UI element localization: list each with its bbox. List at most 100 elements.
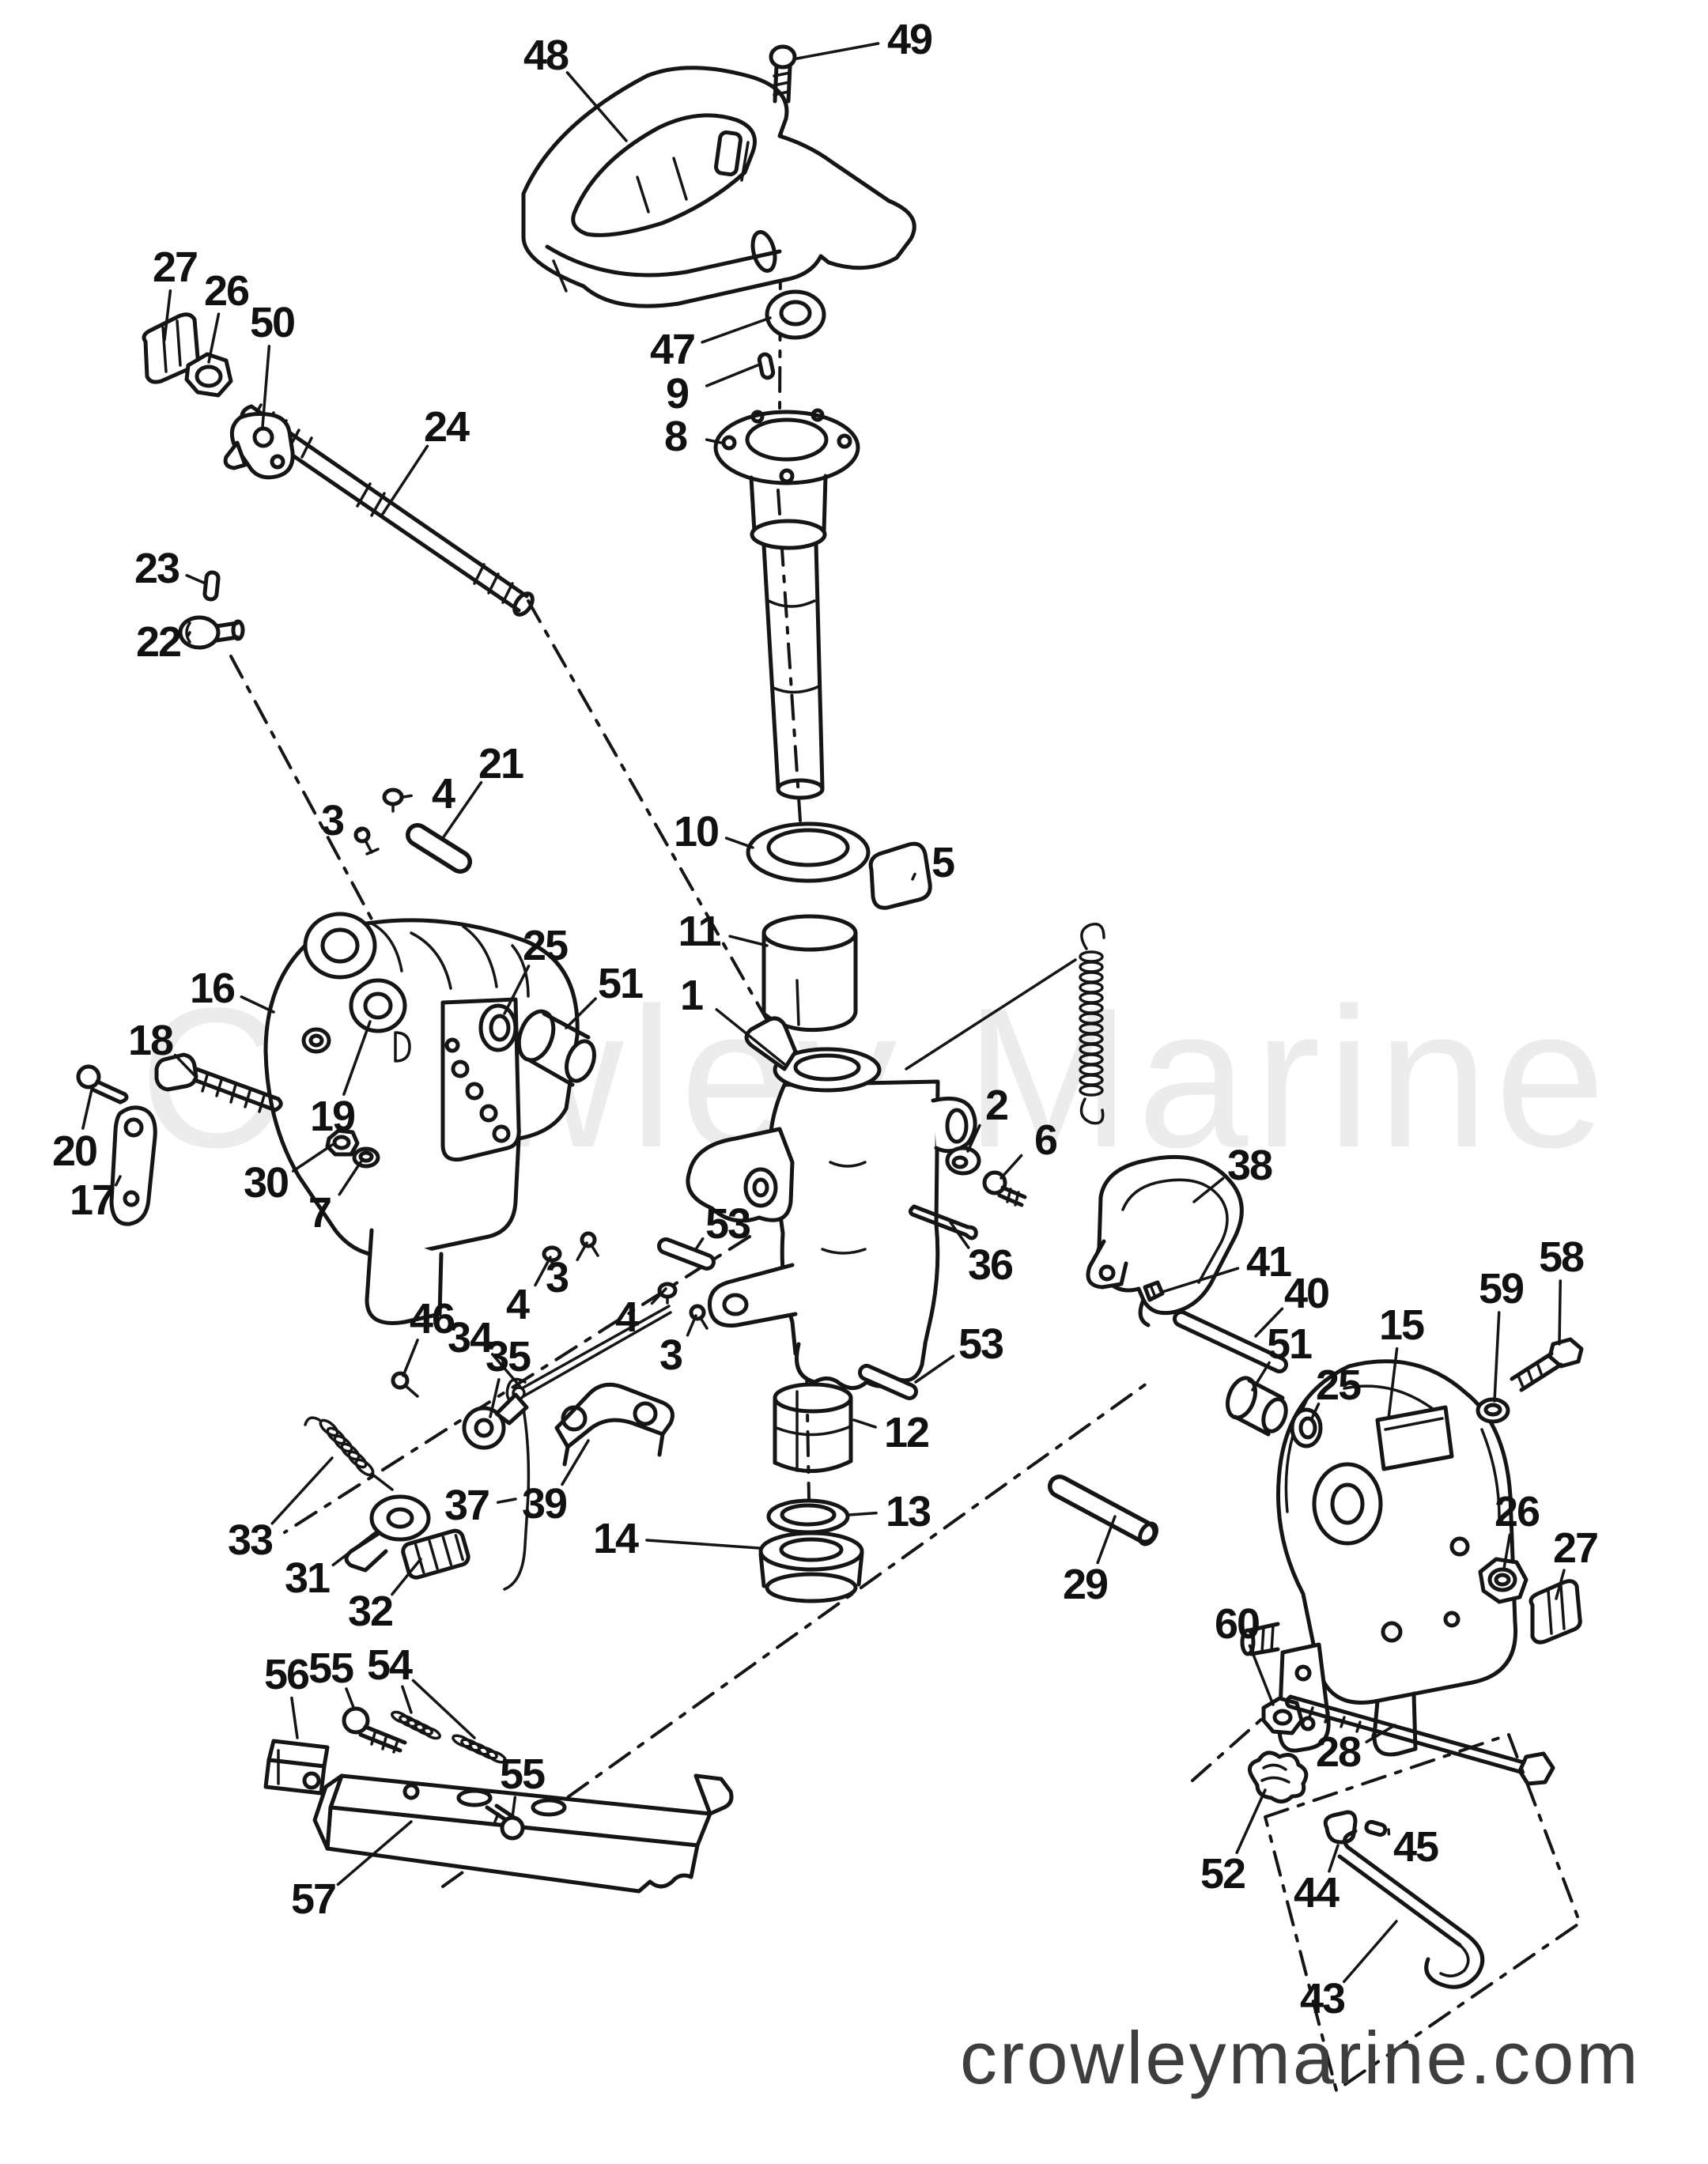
callout-leader-line [1365,1724,1396,1743]
callout-leader-line [1502,1533,1512,1570]
callout-leader-line [345,1687,356,1711]
callout-leader-line [173,1053,196,1077]
callout-leader-line [291,1143,334,1173]
linkage-cluster-drawing [344,1305,675,1591]
stern-clamp-bracket-drawing [521,66,916,308]
bolt-20-drawing [76,1064,129,1105]
callout-17: 17 [70,1176,114,1224]
callout-leader-line [185,574,207,585]
callout-8: 8 [664,413,687,460]
callout-5: 5 [931,839,954,886]
callout-9: 9 [666,370,689,417]
callout-37: 37 [444,1482,489,1529]
hook-rod-43-drawing [1264,1733,1581,2092]
callout-33: 33 [228,1516,273,1564]
callout-leader-line [1248,1644,1275,1706]
callout-25: 25 [523,922,568,969]
callout-leader-line [645,1539,761,1550]
callout-58: 58 [1539,1233,1584,1281]
callout-45: 45 [1393,1823,1438,1871]
callout-leader-line [503,965,531,1015]
callout-4: 4 [432,770,455,818]
callout-leader-line [290,1696,299,1739]
callout-leader-line [1555,1569,1566,1600]
screws-55-drawing [342,1706,525,1841]
callout-leader-line [561,1439,590,1486]
callout-leader-line [705,364,759,387]
callout-leader-line [1309,1402,1321,1422]
pin-45-drawing [1364,1819,1388,1837]
callout-leader-line [402,1339,419,1377]
link-17-drawing [109,1105,157,1226]
callout-54: 54 [367,1641,413,1689]
callout-leader-line [81,1088,93,1130]
callout-56: 56 [264,1651,309,1698]
callout-49: 49 [887,16,932,63]
lag-screw-18-drawing [154,1052,283,1113]
callout-20: 20 [52,1127,96,1175]
callout-leader-line [1096,1515,1117,1565]
callout-leader-line [701,316,772,344]
callout-14: 14 [593,1515,639,1562]
clamp-screw-drawing [769,44,797,104]
callout-11: 11 [678,908,720,955]
callout-31: 31 [285,1554,330,1602]
callout-leader-line [1342,1920,1398,1984]
callout-34: 34 [448,1314,493,1361]
callout-leader-line [565,997,597,1029]
callout-leader-line [576,1241,588,1262]
callout-13: 13 [886,1488,931,1535]
callout-leader-line [163,289,172,342]
callout-leader-line [411,1679,476,1739]
callout-48: 48 [523,32,569,79]
callout-leader-line [966,1124,981,1153]
thrust-cap-drawing [758,1531,864,1603]
callout-leader-line [1161,1267,1240,1293]
callout-29: 29 [1063,1561,1108,1608]
callout-leader-line [342,1020,372,1096]
callout-12: 12 [884,1409,928,1456]
callout-43: 43 [1300,1975,1345,2022]
callout-leader-line [534,1256,552,1287]
callout-3: 3 [659,1331,682,1379]
slide-block-56-drawing [263,1739,330,1796]
callout-leader-line [441,780,483,840]
small-fasteners-drawing [353,787,1288,1400]
grommet-52-drawing [1247,1750,1309,1803]
callout-leader-line [724,837,754,849]
callout-55: 55 [500,1750,545,1798]
callout-4: 4 [615,1293,639,1341]
callout-27: 27 [153,244,197,291]
callout-51: 51 [1267,1320,1312,1368]
callout-leader-line [694,1237,705,1251]
callout-leader-line [1235,1788,1267,1855]
callout-1: 1 [680,972,703,1019]
callout-44: 44 [1294,1869,1340,1917]
callout-35: 35 [486,1333,531,1380]
callout-40: 40 [1284,1270,1328,1317]
callout-leader-line [356,829,363,833]
callout-51: 51 [598,960,643,1007]
starboard-bracket-drawing [1240,1359,1518,1757]
callout-22: 22 [136,618,180,666]
callout-leader-line [686,1314,697,1337]
callout-leader-line [1251,1361,1271,1392]
callout-leader-line [402,794,413,799]
callout-leader-line [1493,1311,1501,1403]
upper-seal-ring-drawing [746,821,871,883]
callout-leader-line [565,71,628,142]
callout-leader-line [496,1497,517,1504]
callout-59: 59 [1479,1265,1524,1312]
reverse-hook-drawing [1086,1154,1244,1327]
clamp-springs-drawing [391,1710,507,1764]
callout-3: 3 [546,1254,569,1301]
callout-32: 32 [348,1588,392,1635]
callout-leader-line [381,444,429,516]
bushing-22-drawing [178,615,245,650]
callout-leader-line [650,1287,667,1305]
callout-36: 36 [968,1241,1013,1289]
pivot-bushings-drawing [478,1003,1323,1547]
